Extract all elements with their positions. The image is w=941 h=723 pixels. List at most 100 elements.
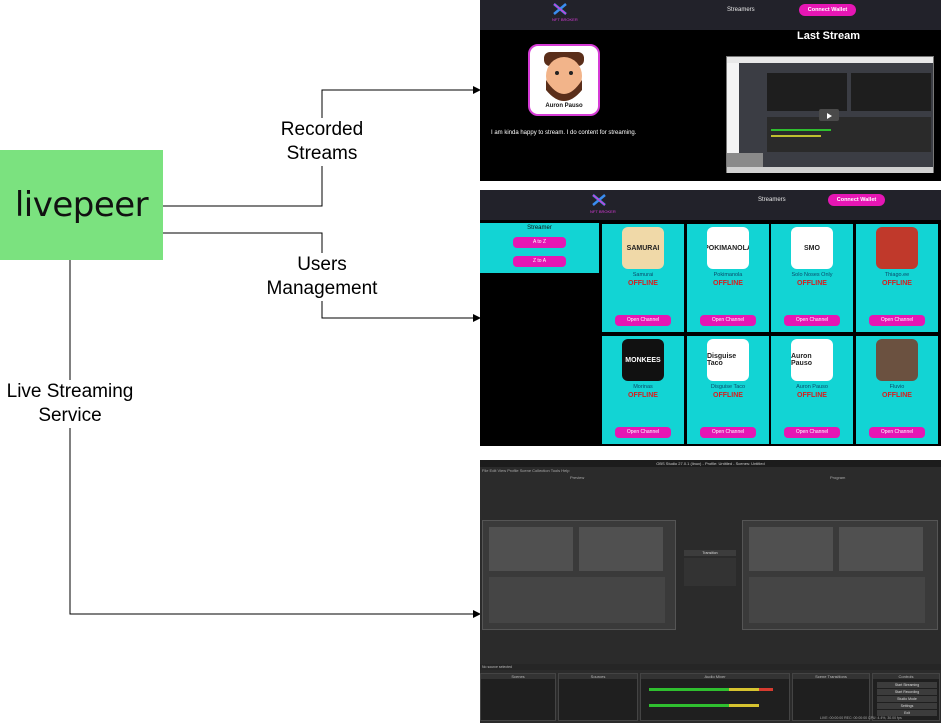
exit-button[interactable]: Exit (877, 710, 937, 716)
filter-title: Streamer (527, 225, 552, 231)
streamer-avatar: Disguise Taco (707, 339, 749, 381)
obs-window-title: OBS Studio 27.0.1 (linux) - Profile: Unt… (656, 461, 765, 466)
brand-text: NFT BROKER (552, 17, 578, 22)
livepeer-node: livepeer (0, 150, 163, 260)
avatar-caption: POKIMANOLA (707, 244, 749, 252)
sort-a-to-z-button[interactable]: A to Z (513, 237, 566, 248)
nav-streamers-link[interactable]: Streamers (727, 7, 755, 13)
streamer-name: Pokimanola (713, 272, 743, 278)
avatar-caption: SMO (804, 244, 820, 252)
streamer-name: Thiago.ee (884, 272, 910, 278)
streamer-name: Morinas (633, 384, 653, 390)
settings-button[interactable]: Settings (877, 703, 937, 709)
open-channel-button[interactable]: Open Channel (700, 315, 756, 326)
open-channel-button[interactable]: Open Channel (784, 427, 840, 438)
connect-wallet-button[interactable]: Connect Wallet (799, 4, 856, 16)
audio-meter (729, 688, 759, 691)
last-stream-title: Last Stream (797, 30, 860, 42)
status-badge: OFFLINE (713, 280, 743, 287)
avatar-caption: MONKEES (625, 356, 661, 364)
streamer-name: Fluvio (889, 384, 905, 390)
label-live-streaming-service: Live Streaming Service (0, 380, 140, 428)
status-badge: OFFLINE (882, 280, 912, 287)
streamer-name: Solo Noses Only (791, 272, 833, 278)
bearded-man-icon (544, 52, 584, 112)
audio-meter (649, 688, 729, 691)
avatar-caption: Auron Pauso (791, 353, 813, 367)
streamer-name: Samurai (632, 272, 654, 278)
audio-meter (649, 704, 729, 707)
scenes-dock-title: Scenes (481, 674, 555, 679)
users-management-screenshot: NFT BROKER Streamers Connect Wallet Stre… (480, 190, 941, 446)
controls-dock-title: Controls (873, 674, 939, 679)
audio-mixer-dock[interactable]: Audio Mixer (640, 673, 790, 721)
status-badge: OFFLINE (628, 280, 658, 287)
edge-live-streaming (69, 260, 481, 618)
streamer-avatar: Auron Pauso (791, 339, 833, 381)
status-badge: OFFLINE (797, 280, 827, 287)
sources-dock[interactable]: Sources (558, 673, 638, 721)
transition-button[interactable]: Transition (684, 550, 736, 556)
livepeer-logo: livepeer (14, 185, 149, 225)
streamer-avatar: SMO (791, 227, 833, 269)
scene-transitions-dock[interactable]: Scene Transitions (792, 673, 870, 721)
streamer-avatar: MONKEES (622, 339, 664, 381)
open-channel-button[interactable]: Open Channel (615, 315, 671, 326)
preview-canvas[interactable] (482, 520, 676, 630)
start-streaming-button[interactable]: Start Streaming (877, 682, 937, 688)
label-recorded-streams: Recorded Streams (272, 118, 372, 166)
open-channel-button[interactable]: Open Channel (869, 427, 925, 438)
open-channel-button[interactable]: Open Channel (784, 315, 840, 326)
streamer-avatar (876, 339, 918, 381)
recorded-streams-screenshot: NFT BROKER Streamers Connect Wallet Auro… (480, 0, 941, 181)
status-badge: OFFLINE (882, 392, 912, 399)
obs-menu-bar[interactable]: File Edit View Profile Scene Collection … (482, 468, 570, 473)
nav-streamers-link[interactable]: Streamers (758, 197, 786, 203)
sort-z-to-a-button[interactable]: Z to A (513, 256, 566, 267)
status-badge: OFFLINE (797, 392, 827, 399)
open-channel-button[interactable]: Open Channel (700, 427, 756, 438)
top-nav: NFT BROKER Streamers Connect Wallet (480, 190, 941, 220)
streamer-avatar: POKIMANOLA (707, 227, 749, 269)
nft-logo-icon (592, 194, 606, 206)
label-users-management: Users Management (256, 253, 388, 301)
start-recording-button[interactable]: Start Recording (877, 689, 937, 695)
open-channel-button[interactable]: Open Channel (869, 315, 925, 326)
program-label: Program (830, 475, 846, 480)
avatar-caption: Disguise Taco (707, 353, 737, 367)
studio-mode-button[interactable]: Studio Mode (877, 696, 937, 702)
streamer-avatar (876, 227, 918, 269)
last-stream-video[interactable] (726, 56, 934, 173)
connect-wallet-button[interactable]: Connect Wallet (828, 194, 885, 206)
scenes-dock[interactable]: Scenes (480, 673, 556, 721)
open-channel-button[interactable]: Open Channel (615, 427, 671, 438)
audio-mixer-title: Audio Mixer (641, 674, 789, 679)
avatar-caption: SAMURAI (626, 244, 660, 252)
controls-dock: Controls Start Streaming Start Recording… (872, 673, 940, 721)
no-source-label: No source selected (482, 665, 512, 669)
status-badge: OFFLINE (713, 392, 743, 399)
preview-label: Preview (570, 475, 585, 480)
program-canvas (742, 520, 938, 630)
live-streaming-obs-screenshot: OBS Studio 27.0.1 (linux) - Profile: Unt… (480, 460, 941, 723)
brand-text: NFT BROKER (590, 209, 616, 214)
play-icon[interactable] (819, 109, 839, 121)
transition-options[interactable] (684, 558, 736, 586)
top-nav: NFT BROKER Streamers Connect Wallet (480, 0, 941, 30)
avatar-name: Auron Pauso (545, 103, 583, 109)
obs-status-bar: LIVE: 00:00:00 REC: 00:00:00 CPU: 4.4%, … (820, 716, 902, 720)
scene-transitions-title: Scene Transitions (793, 674, 869, 679)
streamer-name: Disguise Taco (710, 384, 746, 390)
streamer-name: Auron Pauso (796, 384, 828, 390)
nft-logo-icon (553, 3, 567, 15)
status-badge: OFFLINE (628, 392, 658, 399)
streamer-filter: Streamer A to Z Z to A (480, 223, 599, 273)
audio-meter (759, 688, 773, 691)
